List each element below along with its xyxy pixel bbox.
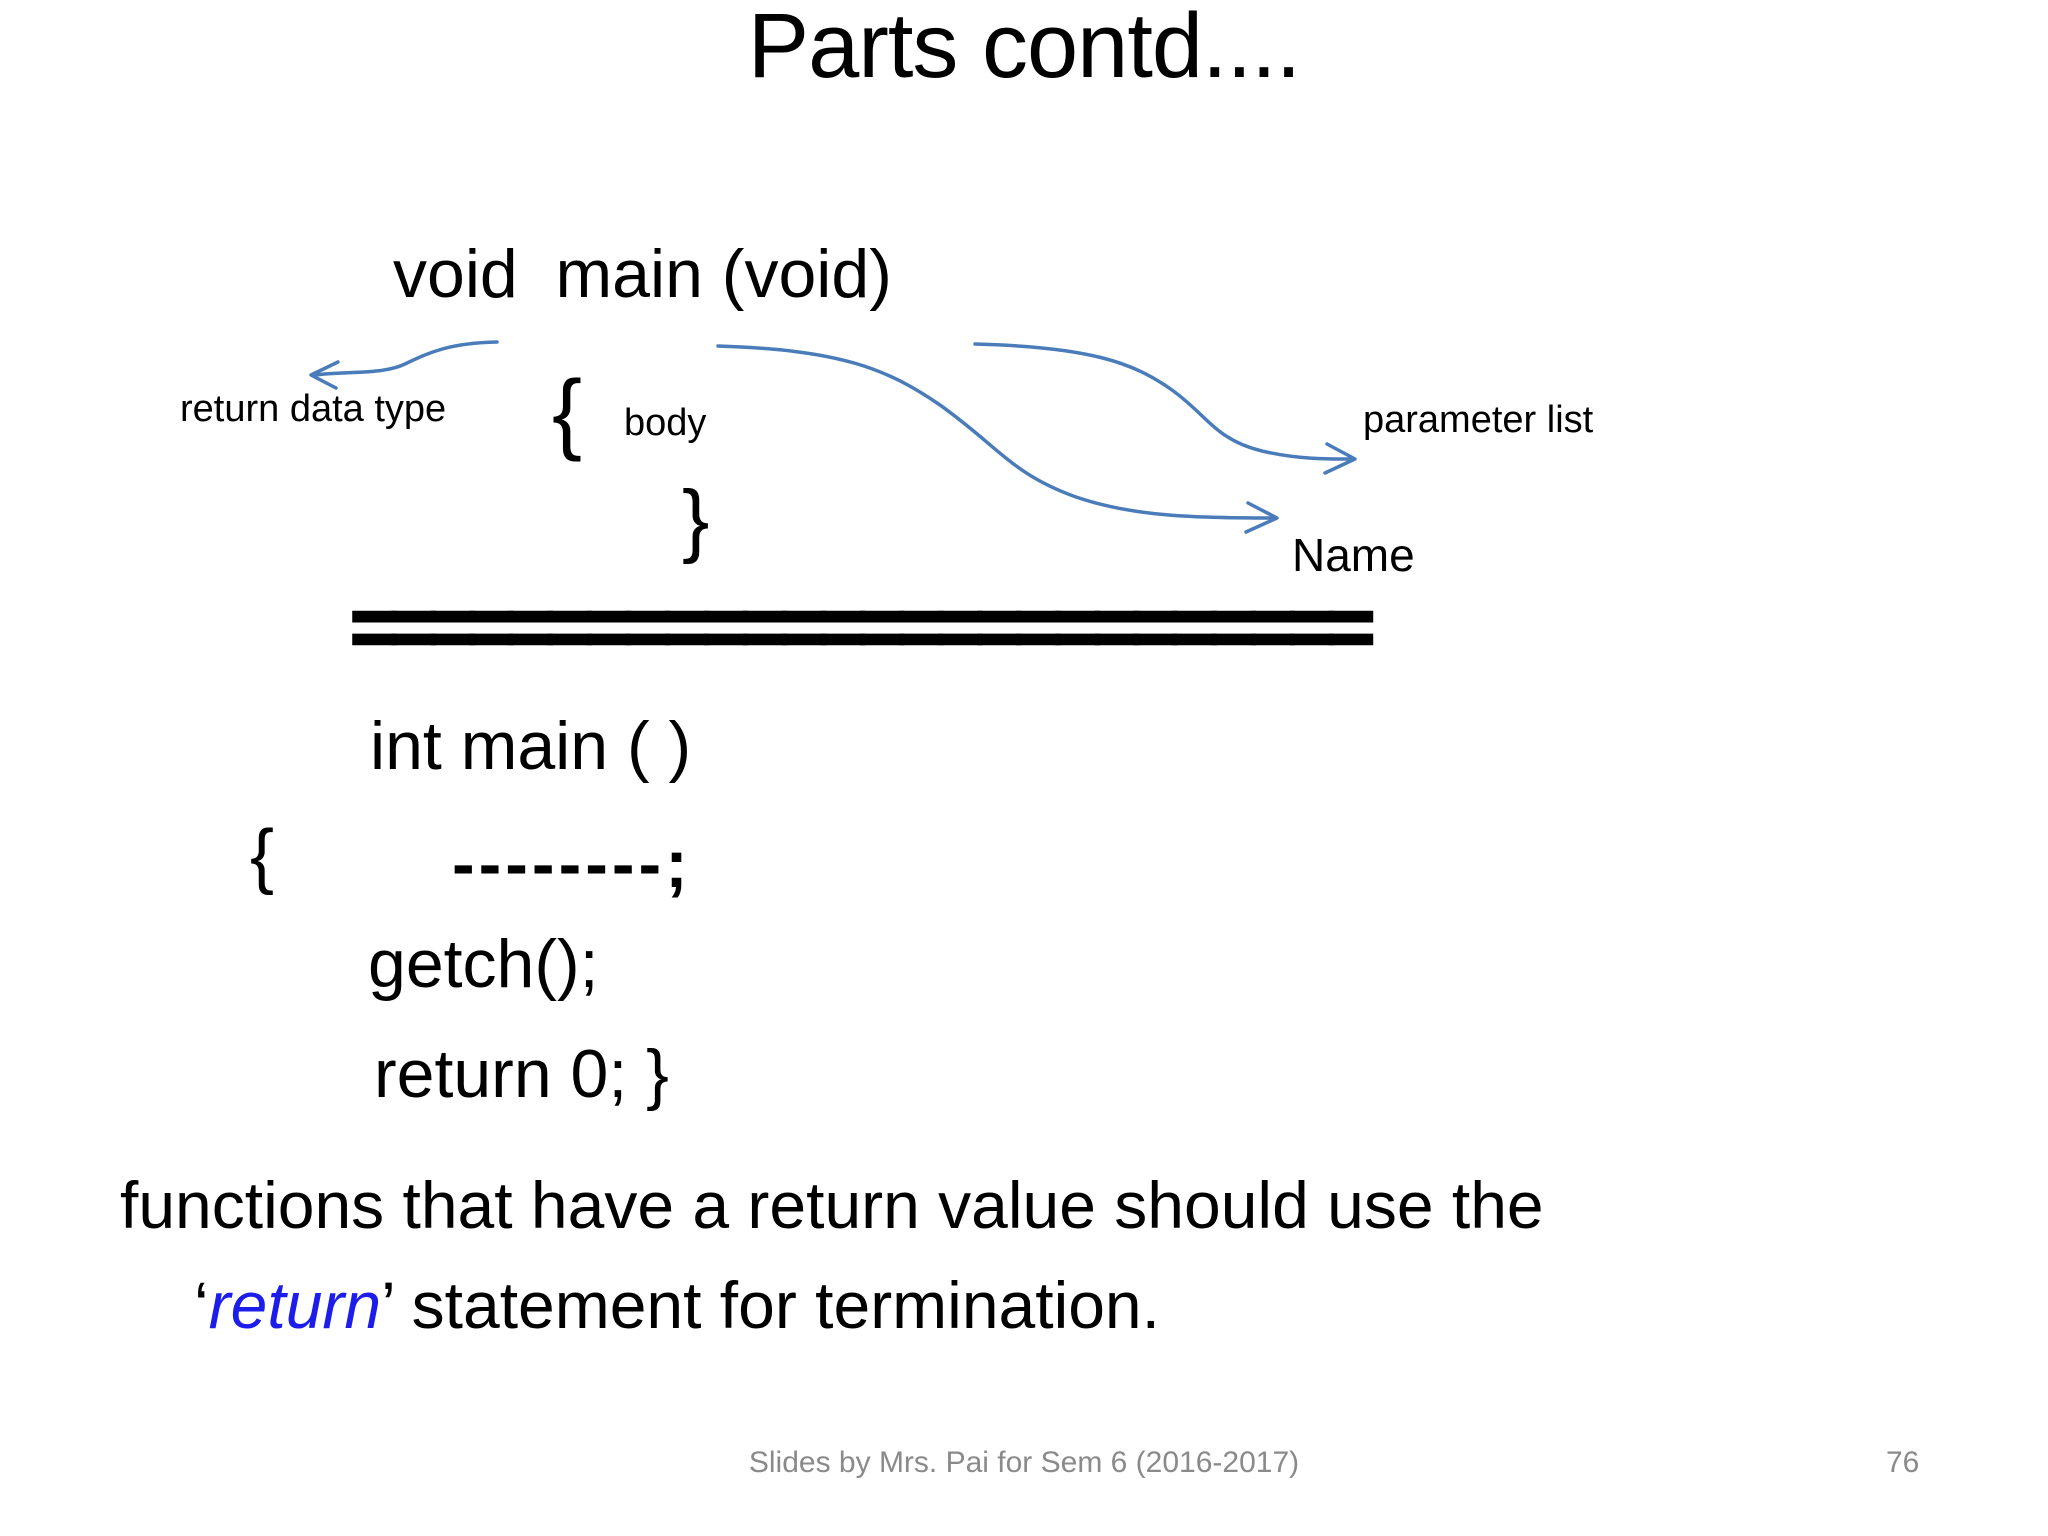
page-number: 76: [1886, 1446, 1920, 1479]
note-text-line2: ‘return’ statement for termination.: [194, 1272, 1160, 1338]
parameter-list-label: parameter list: [1363, 399, 1594, 441]
return-data-type-label: return data type: [180, 388, 447, 430]
code-int-main: int main ( ): [370, 708, 692, 784]
body-label: body: [624, 402, 707, 444]
slide-title: Parts contd....: [747, 0, 1302, 97]
code-return-zero: return 0; }: [374, 1036, 669, 1112]
close-brace: }: [682, 474, 710, 565]
name-label: Name: [1292, 529, 1415, 581]
arrow-to-return-type-icon: [309, 340, 499, 390]
code-statement-dashes: --------;: [452, 826, 692, 902]
quote-open: ‘: [194, 1268, 209, 1342]
note-text-line1: functions that have a return value shoul…: [120, 1168, 1544, 1242]
footer-credit: Slides by Mrs. Pai for Sem 6 (2016-2017): [748, 1446, 1300, 1479]
return-keyword: return: [208, 1268, 382, 1342]
code-open-brace: {: [250, 816, 275, 896]
function-signature: void main (void): [393, 236, 892, 312]
arrow-to-parameter-list-icon: [973, 342, 1357, 475]
arrow-to-name-icon: [716, 344, 1279, 534]
equals-divider: ==========================: [349, 580, 1377, 674]
note-text-suffix: ’ statement for termination.: [381, 1268, 1160, 1342]
open-brace: {: [552, 363, 583, 463]
code-getch: getch();: [368, 926, 599, 1002]
